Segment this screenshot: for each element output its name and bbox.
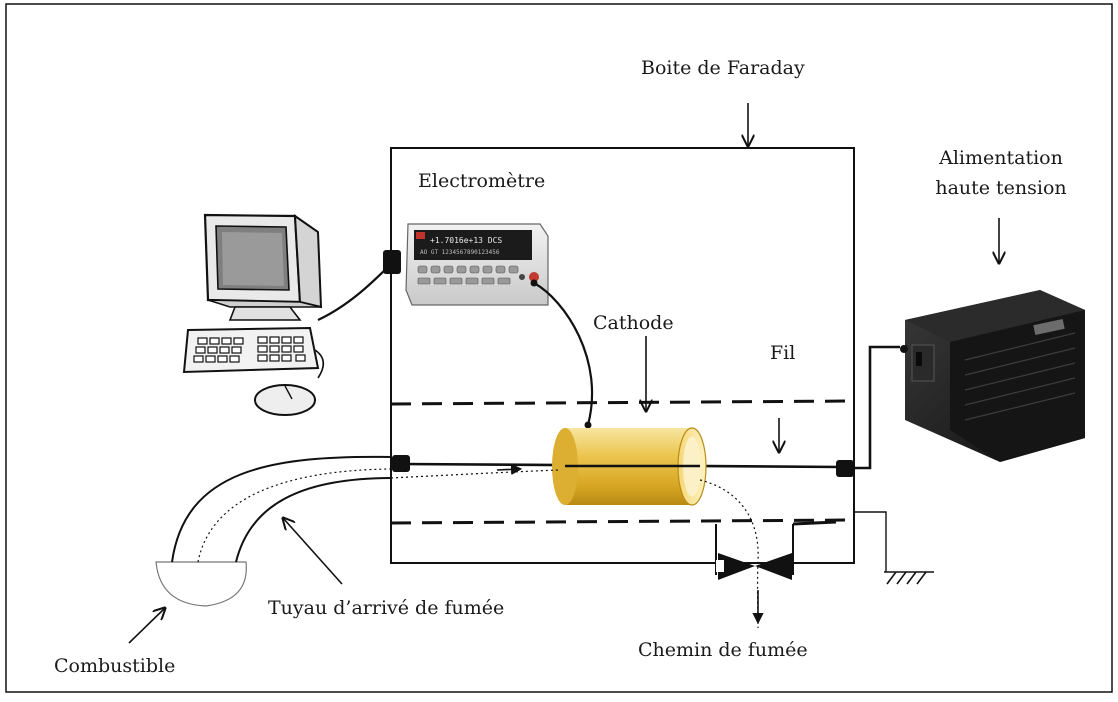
label-combustible: Combustible	[54, 655, 176, 677]
computer-icon	[180, 210, 340, 430]
label-electrometre: Electromètre	[418, 170, 546, 192]
label-alimentation-line2: haute tension	[935, 177, 1067, 199]
electrometer-reading: +1.7016e+13 DCS	[430, 236, 502, 245]
label-cathode: Cathode	[593, 312, 674, 334]
combustible-arrow	[128, 608, 165, 644]
ground-icon	[884, 571, 934, 585]
computer-connector	[383, 250, 401, 274]
smoke-direction-arrow	[496, 463, 523, 475]
label-chemin: Chemin de fumée	[638, 639, 808, 661]
outer-frame	[5, 3, 1113, 693]
faraday-box	[390, 147, 855, 564]
smoke-path-outlet	[699, 479, 759, 629]
hose-smoke-path	[197, 468, 393, 563]
tube-wall-top	[390, 399, 855, 406]
label-faraday: Boite de Faraday	[641, 57, 805, 79]
cathode-terminal	[584, 421, 592, 429]
hv-terminal	[900, 345, 908, 353]
label-tuyau: Tuyau d’arrivé de fumée	[268, 597, 505, 619]
label-fil: Fil	[770, 342, 796, 364]
ground-wire	[854, 511, 887, 572]
hv-cable	[843, 345, 900, 470]
smoke-path-inlet	[390, 469, 561, 479]
hose-outer-top	[171, 455, 393, 563]
tube-wall-bottom	[390, 518, 855, 525]
label-alimentation-line1: Alimentation	[939, 147, 1063, 169]
fuel-container	[155, 561, 247, 607]
power-supply-device	[897, 245, 1087, 470]
electrometer-subline: AO GT 1234567890123456	[420, 249, 500, 256]
electrometer-device: +1.7016e+13 DCS AO GT 1234567890123456	[405, 223, 549, 306]
valve-icon	[718, 553, 792, 580]
tuyau-arrow	[283, 518, 343, 585]
exhaust-pipe-top	[792, 520, 837, 526]
hose-outer-bottom	[235, 477, 393, 563]
wire-left-connector	[392, 455, 410, 472]
